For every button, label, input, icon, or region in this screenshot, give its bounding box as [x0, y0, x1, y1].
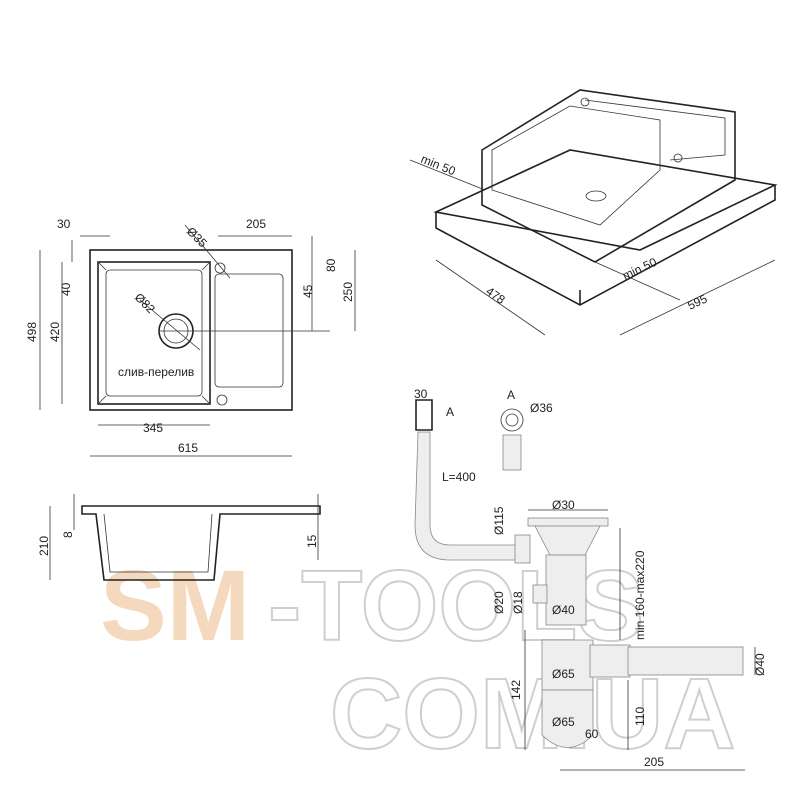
dim-205: 205: [246, 217, 266, 231]
dim-d40-outlet: Ø40: [753, 653, 767, 676]
side-view: 210 8 15: [37, 494, 321, 581]
iso-dim-478: 478: [483, 284, 508, 307]
overflow-head: [415, 399, 433, 431]
hose-length: L=400: [442, 470, 476, 484]
dim-498: 498: [25, 322, 39, 342]
overflow-label: слив-перелив: [118, 365, 194, 379]
drain-pipe: [545, 554, 587, 626]
dim-d115: Ø115: [492, 506, 506, 535]
dim-d82: Ø82: [132, 290, 158, 316]
view-a-fitting: [502, 434, 522, 471]
dim-60: 60: [585, 727, 599, 741]
view-a-marker: A: [446, 405, 454, 419]
dim-40: 40: [59, 282, 73, 296]
dim-142: 142: [509, 680, 523, 700]
dim-420: 420: [48, 322, 62, 342]
drainboard: [214, 273, 284, 388]
dim-d36: Ø36: [530, 401, 553, 415]
dim-80: 80: [324, 258, 338, 272]
dim-615: 615: [178, 441, 198, 455]
drain-flange: [527, 517, 609, 527]
dim-8: 8: [61, 531, 75, 538]
siphon: 30 A A Ø36 L=400 Ø115 Ø30 min 160-max220…: [414, 387, 767, 771]
iso-dim-595: 595: [685, 291, 709, 312]
sink-outline: [89, 249, 293, 411]
height-range: min 160-max220: [633, 550, 647, 640]
siphon-dim-30: 30: [414, 387, 428, 401]
dim-d65-top: Ø65: [552, 667, 575, 681]
outlet-pipe: [627, 646, 744, 676]
trap-body: [541, 639, 594, 691]
iso-min50-left: min 50: [419, 152, 458, 179]
view-a-title: A: [507, 388, 515, 402]
outlet-nut: [589, 644, 631, 678]
bowl-outline: [97, 261, 211, 405]
watermark-sm: SM: [100, 550, 250, 662]
bowl-inner: [105, 269, 203, 397]
watermark-domain: COM.UA: [330, 658, 736, 770]
dim-205: 205: [644, 755, 664, 769]
dim-110: 110: [633, 707, 647, 726]
dim-d40-pipe: Ø40: [552, 603, 575, 617]
view-a-grate: [500, 408, 524, 432]
dim-d20: Ø20: [492, 591, 506, 614]
sink-section: [81, 505, 321, 581]
dim-210: 210: [37, 536, 51, 556]
hose-nut: [514, 534, 531, 564]
dim-d18: Ø18: [511, 591, 525, 614]
tap-hole: [214, 262, 226, 274]
countertop: [433, 149, 778, 251]
iso-view: min 50 478 min 50 595: [409, 89, 778, 336]
sink-3d: [481, 89, 736, 263]
dim-250: 250: [341, 282, 355, 302]
dim-30: 30: [57, 217, 71, 231]
iso-min50-right: min 50: [620, 255, 659, 283]
dim-15: 15: [305, 534, 319, 548]
tap-hole-alt: [216, 394, 228, 406]
top-view: 30 Ø35 205 80 45 250 40 498 420 Ø82 слив…: [25, 217, 356, 457]
dim-345: 345: [143, 421, 163, 435]
side-nozzle: [532, 584, 548, 604]
dim-45: 45: [301, 284, 315, 298]
dim-d30: Ø30: [552, 498, 575, 512]
dim-d65-bottom: Ø65: [552, 715, 575, 729]
